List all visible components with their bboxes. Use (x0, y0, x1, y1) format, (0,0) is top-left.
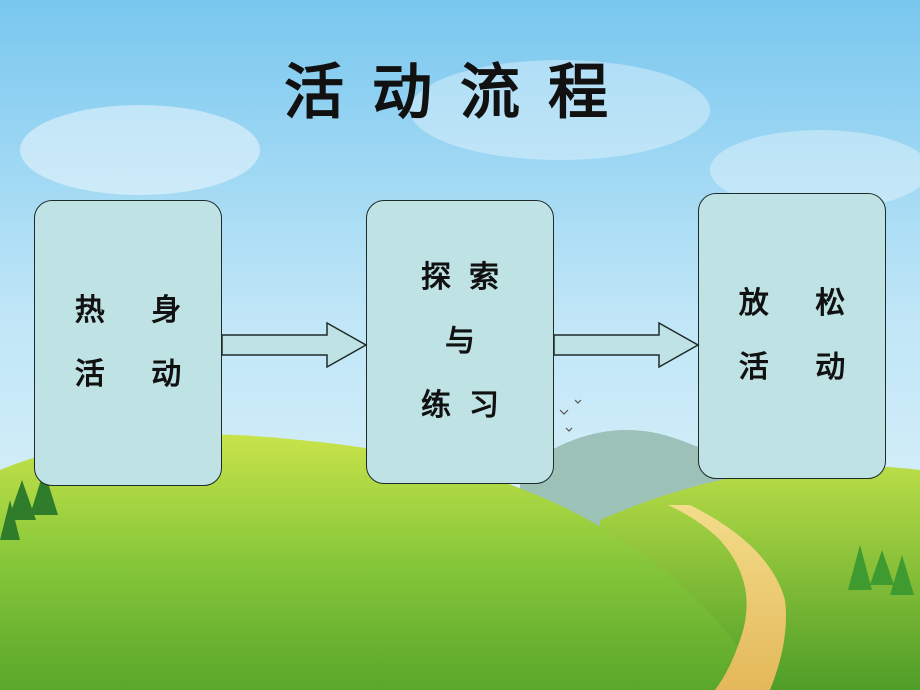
step-box-warmup: 热 身 活 动 (34, 200, 222, 486)
arrow-right-icon (553, 321, 700, 369)
step-box-explore-practice: 探索 与 练习 (366, 200, 554, 484)
step-label-line: 探索 (421, 260, 517, 295)
step-label-line: 练习 (421, 388, 517, 423)
step-label-line: 热 身 (74, 293, 200, 328)
step-label-line: 活 动 (738, 350, 864, 385)
arrow-right-icon (221, 321, 368, 369)
step-label-line: 与 (445, 324, 493, 359)
step-label-line: 活 动 (74, 357, 200, 392)
step-label-line: 放 松 (738, 286, 864, 321)
page-title: 活动流程 (284, 58, 636, 128)
step-box-cooldown: 放 松 活 动 (698, 193, 886, 479)
